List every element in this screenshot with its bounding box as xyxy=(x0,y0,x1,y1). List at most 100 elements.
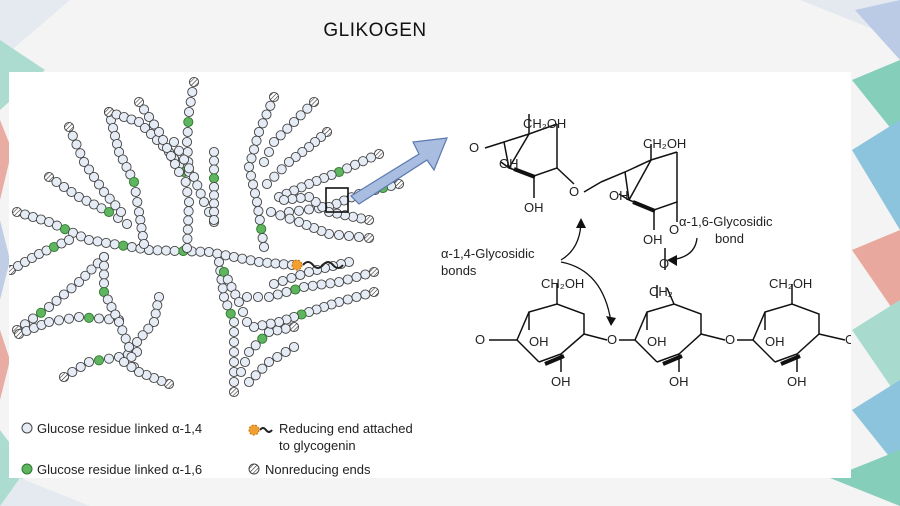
structural-formula xyxy=(484,114,846,372)
glucose-residue-alpha14 xyxy=(228,316,240,328)
glucose-residue-alpha14 xyxy=(130,186,141,198)
glucose-residue-alpha14 xyxy=(165,150,177,162)
glucose-residue-alpha14 xyxy=(286,272,297,284)
glucose-residue-alpha14 xyxy=(66,186,77,198)
glucose-residue-alpha16 xyxy=(93,355,105,366)
glucose-residue-alpha14 xyxy=(246,153,257,164)
nonreducing-end-residue xyxy=(63,121,75,133)
glucose-residue-alpha14 xyxy=(126,242,137,253)
glucose-residue-alpha14 xyxy=(132,196,143,208)
glucose-residue-alpha14 xyxy=(138,104,150,115)
svg-text:CH₂: CH₂ xyxy=(649,284,673,299)
glucose-residue-alpha14 xyxy=(182,224,193,235)
glucose-residue-alpha14 xyxy=(265,318,276,329)
svg-text:OH: OH xyxy=(765,334,785,349)
glucose-residue-alpha14 xyxy=(253,205,264,217)
nonreducing-end-residue xyxy=(368,266,380,278)
glucose-residue-alpha14 xyxy=(148,119,160,130)
legend-label-alpha16: Glucose residue linked α-1,6 xyxy=(37,462,202,477)
glucose-residue-alpha14 xyxy=(233,296,245,308)
glucose-residue-alpha14 xyxy=(27,313,39,324)
glucose-residue-alpha14 xyxy=(269,171,280,182)
glucose-residue-alpha14 xyxy=(293,205,305,216)
glucose-residue-alpha14 xyxy=(228,251,240,263)
glucose-residue-alpha14 xyxy=(195,246,206,257)
glucose-residue-alpha14 xyxy=(157,134,169,146)
glucose-residue-alpha14 xyxy=(67,130,78,141)
glucose-residue-alpha16 xyxy=(83,312,95,323)
glucose-residue-alpha14 xyxy=(133,116,145,128)
decorative-triangles-right xyxy=(800,0,900,506)
glucose-residue-alpha14 xyxy=(173,145,185,156)
glucose-residue-alpha14 xyxy=(169,245,180,256)
glucose-residue-alpha14 xyxy=(333,276,345,288)
glucose-residue-alpha14 xyxy=(103,353,115,364)
glucose-residue-alpha14 xyxy=(250,370,261,381)
glucose-residue-alpha14 xyxy=(247,179,259,190)
svg-text:OH: OH xyxy=(524,200,544,215)
glucose-residue-alpha14 xyxy=(295,192,306,204)
glucose-residue-alpha14 xyxy=(178,154,190,165)
legend-label-reducing-1: Reducing end attached xyxy=(279,421,413,436)
svg-text:OH: OH xyxy=(643,232,663,247)
glucose-residue-alpha16 xyxy=(128,176,140,188)
svg-text:α-1,6-Glycosidic: α-1,6-Glycosidic xyxy=(679,214,773,229)
glucose-residue-alpha14 xyxy=(150,308,161,319)
svg-text:OH: OH xyxy=(647,334,667,349)
nonreducing-end-residue xyxy=(43,171,55,183)
glucose-residue-alpha14 xyxy=(297,146,308,158)
glucose-residue-alpha14 xyxy=(263,146,275,158)
glucose-residue-alpha14 xyxy=(120,333,131,344)
glucose-residue-alpha14 xyxy=(325,278,336,289)
glucose-residue-alpha14 xyxy=(257,320,268,331)
glucose-residue-alpha14 xyxy=(51,295,62,306)
glucose-residue-alpha14 xyxy=(180,176,191,188)
glucose-residue-alpha14 xyxy=(110,200,121,211)
glucose-residue-alpha14 xyxy=(67,366,78,378)
glucose-residue-alpha14 xyxy=(280,346,291,358)
svg-text:OH: OH xyxy=(787,374,807,389)
glucose-residue-alpha14 xyxy=(101,237,112,248)
glucose-residue-alpha14 xyxy=(284,213,295,224)
svg-text:O: O xyxy=(469,140,479,155)
glucose-residue-alpha14 xyxy=(66,283,77,294)
glucose-residue-alpha14 xyxy=(333,229,345,241)
glucose-residue-alpha14 xyxy=(268,136,280,148)
glucose-residue-alpha14 xyxy=(298,281,310,293)
glucose-residue-alpha14 xyxy=(75,148,86,159)
glucose-residue-alpha14 xyxy=(228,376,240,388)
glucose-residue-alpha14 xyxy=(183,106,195,118)
svg-text:O: O xyxy=(845,332,851,347)
glucose-residue-alpha14 xyxy=(360,289,371,300)
glucose-residue-alpha14 xyxy=(248,321,260,333)
glucose-residue-alpha14 xyxy=(302,103,313,114)
glucose-residue-alpha14 xyxy=(217,283,228,294)
glucose-residue-alpha14 xyxy=(143,111,155,123)
glucose-residue-alpha14 xyxy=(139,122,151,134)
glucose-residue-alpha14 xyxy=(98,251,110,263)
glucose-residue-alpha14 xyxy=(303,266,315,278)
glucose-residue-alpha14 xyxy=(161,142,173,154)
glucose-residue-alpha14 xyxy=(316,279,327,290)
svg-text:CH₂OH: CH₂OH xyxy=(523,116,566,131)
glucose-residue-alpha14 xyxy=(245,255,256,266)
glucose-residue-alpha14 xyxy=(257,363,268,374)
svg-text:CH₂OH: CH₂OH xyxy=(541,276,584,291)
glucose-residue-alpha14 xyxy=(71,139,82,150)
svg-text:CH₂OH: CH₂OH xyxy=(643,136,686,151)
glucose-residue-alpha14 xyxy=(126,351,137,363)
glucose-residue-alpha14 xyxy=(253,126,265,138)
glucose-residue-alpha14 xyxy=(53,315,65,326)
glucose-residue-alpha14 xyxy=(250,340,261,351)
glucose-residue-alpha14 xyxy=(213,256,225,268)
glucose-residue-alpha16 xyxy=(256,223,267,235)
glucose-residue-alpha14 xyxy=(270,258,281,269)
glucose-residue-alpha14 xyxy=(243,376,255,388)
glucose-residue-alpha14 xyxy=(239,356,251,368)
glucose-residue-alpha14 xyxy=(183,206,194,217)
glucose-residue-alpha14 xyxy=(43,316,55,328)
glucose-residue-alpha14 xyxy=(83,234,95,246)
glucose-residue-alpha14 xyxy=(283,156,295,168)
glucose-residue-alpha14 xyxy=(293,216,305,228)
glucose-residue-alpha14 xyxy=(208,214,220,226)
